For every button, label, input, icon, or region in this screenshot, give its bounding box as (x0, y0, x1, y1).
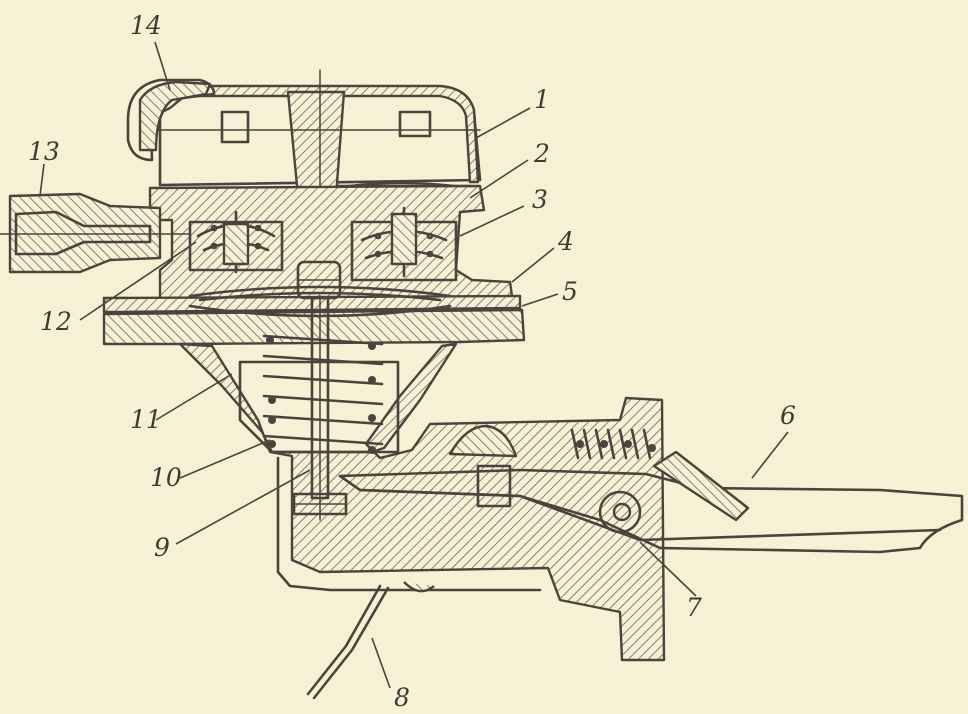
drive-lever-assembly (338, 424, 964, 554)
pull-rod (292, 295, 348, 521)
inlet-valve (196, 210, 276, 274)
filter-cap (126, 78, 216, 162)
callout-11: 11 (130, 405, 162, 434)
callout-14: 14 (130, 11, 162, 40)
callout-3: 3 (532, 185, 548, 214)
outlet-valve (360, 206, 448, 278)
diaphragm-spring (262, 334, 384, 454)
callout-10: 10 (150, 463, 182, 492)
callout-6: 6 (780, 401, 796, 430)
lower-body (178, 342, 666, 662)
callout-5: 5 (562, 277, 578, 306)
callout-1: 1 (534, 85, 550, 114)
callout-9: 9 (154, 533, 170, 562)
callout-2: 2 (533, 139, 550, 168)
callout-13: 13 (28, 137, 60, 166)
callout-4: 4 (557, 227, 574, 256)
leader-lines (39, 41, 789, 689)
callout-12: 12 (40, 307, 72, 336)
hand-lever (306, 581, 435, 700)
pump-upper-body (148, 184, 514, 302)
inlet-fitting (0, 192, 191, 274)
callout-8: 8 (394, 683, 410, 712)
callout-7: 7 (686, 593, 702, 622)
callout-labels: 14 1 2 3 4 5 6 7 8 9 10 11 12 13 (28, 11, 796, 712)
